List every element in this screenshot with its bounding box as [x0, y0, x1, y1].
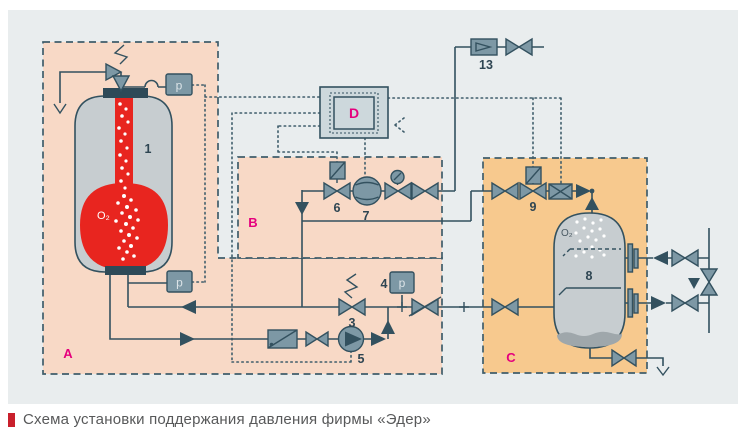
flow-arrow-system: [688, 278, 700, 289]
sensor-top-label: p: [176, 79, 183, 93]
flow-arrow-out-vessel1: [180, 332, 195, 346]
reducer-arrow-icon: [475, 42, 493, 52]
caption-bullet-icon: [8, 413, 15, 427]
spring-icon-safety-valve: [113, 44, 129, 65]
solenoid-valve-6: [323, 181, 351, 201]
junction-dot: [589, 188, 595, 194]
flow-arrow-9: [576, 184, 591, 198]
control-line-sensors-left: [191, 84, 321, 283]
control-line-right: [387, 97, 562, 185]
flow-arrows: [180, 184, 700, 346]
number-6: 6: [334, 201, 341, 215]
vessel-1: 1 O₂: [74, 44, 173, 275]
overflow-valve-3: [338, 297, 366, 317]
check-valve-slash: [408, 296, 442, 317]
flow-arrow-from-vessel8: [651, 296, 666, 310]
chip-icon: [333, 96, 375, 130]
valve-system-vertical: [699, 268, 719, 296]
pump-5-impeller-icon: [345, 331, 362, 347]
flow-arrow-to-vessel8: [653, 251, 668, 265]
vent-arrow-icon: [53, 103, 67, 115]
pump-7-detail: [355, 181, 379, 201]
sensor-bottom-label: p: [176, 276, 183, 290]
number-7: 7: [363, 209, 370, 223]
shutoff-valve-b: [411, 181, 439, 201]
vessel1-number: 1: [145, 142, 152, 156]
flange-bottom-a: [627, 288, 634, 318]
valve-before-pump5: [305, 330, 329, 348]
number-3: 3: [349, 316, 356, 330]
control-valve-b: [384, 181, 412, 201]
drain-valve: [611, 348, 637, 368]
number-9: 9: [530, 200, 537, 214]
control-valve-detail: [393, 172, 402, 185]
filter-dot: [269, 342, 274, 347]
flange-top-b: [633, 248, 639, 269]
component-numbers: 3 5 6 7 9 13: [334, 58, 537, 366]
solenoid-9-detail: [525, 166, 542, 185]
solenoid-valve-9: [519, 181, 547, 201]
valves: [305, 37, 719, 368]
vessel8-level-low: [558, 287, 621, 296]
schematic-diagram: A B C D: [8, 10, 738, 404]
spring-icon-valve-3: [343, 273, 359, 299]
vessel8-bubbles: [574, 217, 606, 259]
vessel1-red-bulb: [80, 183, 168, 270]
control-wiring: [191, 84, 562, 363]
pressure-sensor-top: [165, 73, 193, 96]
vessel1-top-cap: [103, 88, 148, 98]
vessel-8: 8 O₂: [553, 212, 639, 349]
makeup-valve-13: [505, 37, 533, 57]
wireless-icon: [394, 117, 405, 133]
region-b-label: B: [248, 215, 257, 230]
pressure-sensor-4: [389, 271, 415, 294]
pipe-system-connections: [637, 228, 710, 333]
junction-cross-markers: [397, 302, 469, 312]
number-13: 13: [479, 58, 493, 72]
controller-d: D: [319, 86, 389, 139]
vessel1-bubbles: [114, 102, 140, 261]
flange-top-a: [627, 243, 634, 273]
vessel8-liquid: [557, 331, 622, 347]
check-arrow-up: [381, 320, 395, 334]
drain-arrow-icon: [656, 366, 670, 377]
pressure-sensors: p p p 4: [165, 73, 415, 294]
check-arrow-right: [371, 332, 386, 346]
vessel1-bottom-cap: [105, 266, 146, 275]
orifice-unit-cross: [548, 183, 573, 200]
pressure-sensor-bottom: [166, 270, 193, 293]
solenoid-6-detail: [329, 161, 346, 183]
valve-c-inlet: [491, 297, 519, 317]
chip-pins: [329, 92, 379, 134]
safety-valve-vertical: [111, 75, 131, 93]
vessel8-oxygen-label: O₂: [561, 228, 573, 239]
sensor-4-label: p: [399, 276, 406, 290]
valve-9-shutoff: [491, 181, 519, 201]
makeup-reducer-13: [470, 38, 498, 56]
pipe-degassing-feed: [302, 190, 593, 222]
pumps: [267, 176, 382, 353]
control-line-pump5: [231, 112, 352, 363]
vessel8-number: 8: [586, 269, 593, 283]
vessel1-oxygen-label: O₂: [97, 210, 110, 222]
vessel8-level-high: [562, 248, 621, 257]
controller-label: D: [349, 105, 359, 121]
inject-arrow-vessel8: [585, 197, 599, 210]
valve-system-top: [671, 248, 699, 268]
flow-arrow-down: [295, 202, 309, 215]
vessel1-red-column: [115, 96, 133, 192]
flow-arrow-into-vessel1: [181, 300, 196, 314]
number-5: 5: [358, 352, 365, 366]
region-a-label: A: [63, 346, 73, 361]
caption-text: Схема установки поддержания давления фир…: [23, 411, 431, 428]
sensor-4-number: 4: [381, 277, 388, 291]
pump-7: [352, 176, 382, 206]
valve-system-bottom: [671, 293, 699, 313]
region-c-label: C: [506, 350, 516, 365]
figure-caption: Схема установки поддержания давления фир…: [8, 411, 431, 428]
pipe-vessel8-drain: [589, 348, 664, 366]
pipe-vessel1-suction: [109, 275, 339, 340]
control-line-valve6: [277, 125, 338, 163]
flange-bottom-b: [633, 293, 639, 314]
